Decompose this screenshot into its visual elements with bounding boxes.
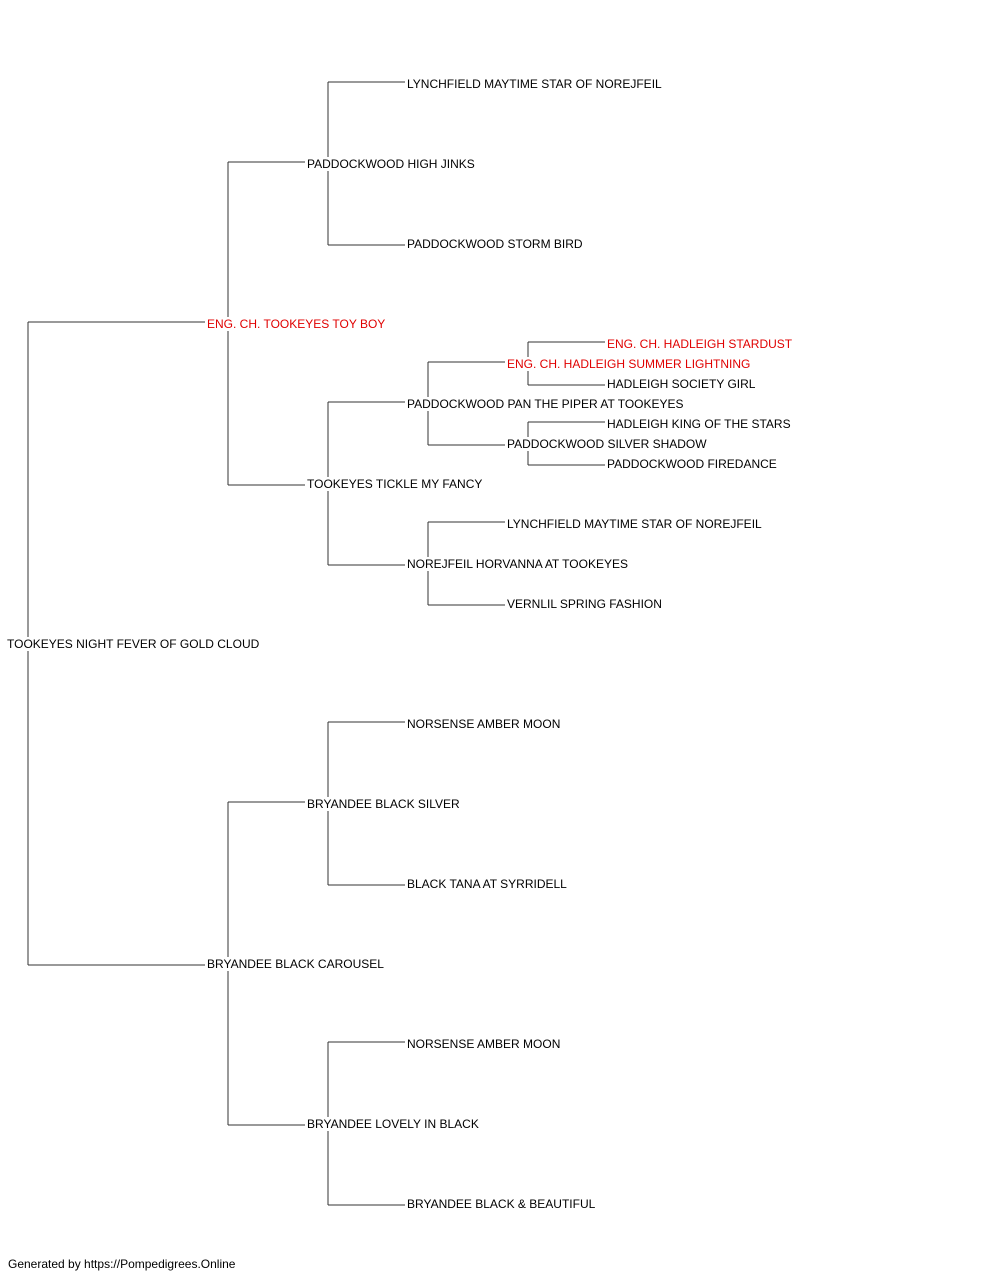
pedigree-dam-dam: BRYANDEE LOVELY IN BLACK <box>307 1117 481 1131</box>
pedigree-sire-dam-sire-dam: PADDOCKWOOD SILVER SHADOW <box>507 437 709 451</box>
pedigree-sire-dam-sire-sire: ENG. CH. HADLEIGH SUMMER LIGHTNING <box>507 357 753 371</box>
pedigree-sire-dam-sire-dam-dam: PADDOCKWOOD FIREDANCE <box>607 457 779 471</box>
pedigree-dam-dam-sire: NORSENSE AMBER MOON <box>407 1037 563 1051</box>
pedigree-sire-dam-dam: NOREJFEIL HORVANNA AT TOOKEYES <box>407 557 630 571</box>
pedigree-dam-dam-dam: BRYANDEE BLACK & BEAUTIFUL <box>407 1197 598 1211</box>
pedigree-dam-sire-dam: BLACK TANA AT SYRRIDELL <box>407 877 569 891</box>
pedigree-sire-dam: TOOKEYES TICKLE MY FANCY <box>307 477 485 491</box>
pedigree-sire-dam-sire: PADDOCKWOOD PAN THE PIPER AT TOOKEYES <box>407 397 686 411</box>
pedigree-sire: ENG. CH. TOOKEYES TOY BOY <box>207 317 388 331</box>
pedigree-sire-dam-dam-dam: VERNLIL SPRING FASHION <box>507 597 664 611</box>
pedigree-sire-dam-sire-sire-sire: ENG. CH. HADLEIGH STARDUST <box>607 337 795 351</box>
pedigree-sire-sire-dam: PADDOCKWOOD STORM BIRD <box>407 237 585 251</box>
pedigree-sire-dam-sire-sire-dam: HADLEIGH SOCIETY GIRL <box>607 377 758 391</box>
pedigree-dam-sire-sire: NORSENSE AMBER MOON <box>407 717 563 731</box>
generated-by-footer: Generated by https://Pompedigrees.Online <box>8 1257 236 1271</box>
pedigree-sire-dam-sire-dam-sire: HADLEIGH KING OF THE STARS <box>607 417 793 431</box>
pedigree-subject: TOOKEYES NIGHT FEVER OF GOLD CLOUD <box>7 637 262 651</box>
pedigree-sire-sire-sire: LYNCHFIELD MAYTIME STAR OF NOREJFEIL <box>407 77 664 91</box>
pedigree-dam-sire: BRYANDEE BLACK SILVER <box>307 797 462 811</box>
pedigree-sire-dam-dam-sire: LYNCHFIELD MAYTIME STAR OF NOREJFEIL <box>507 517 764 531</box>
pedigree-dam: BRYANDEE BLACK CAROUSEL <box>207 957 386 971</box>
pedigree-sire-sire: PADDOCKWOOD HIGH JINKS <box>307 157 477 171</box>
